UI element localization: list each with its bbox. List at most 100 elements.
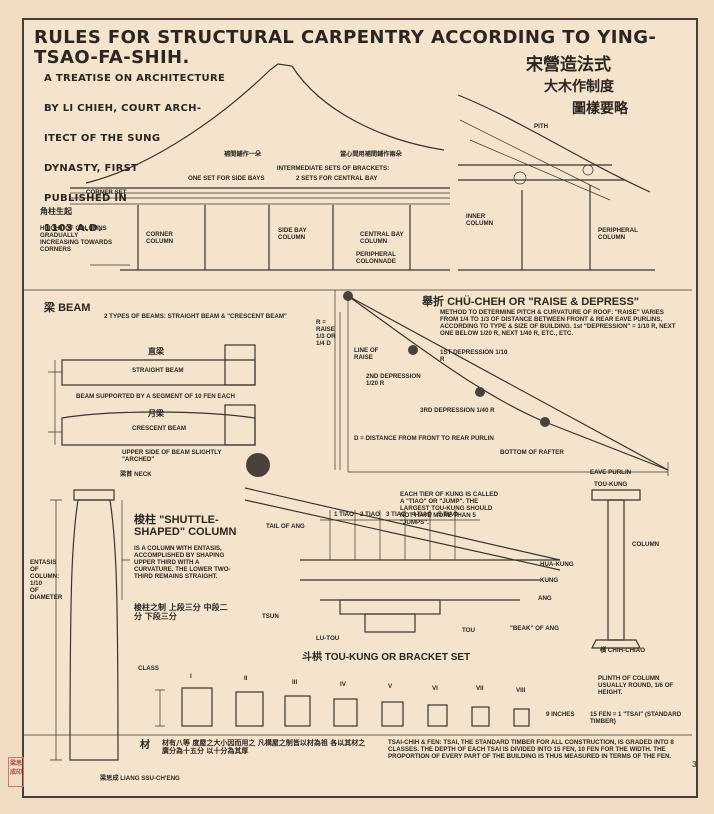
beam-heading: 梁 BEAM <box>44 301 91 314</box>
chu-chih-heading-cn: 舉折 <box>422 295 444 308</box>
intro-block: A TREATISE ON ARCHITECTURE BY LI CHIEH, … <box>44 56 225 251</box>
drawing-frame <box>22 18 698 798</box>
corner-set-label: CORNER SET <box>86 189 127 196</box>
fen-units-label: 9 INCHES <box>546 711 575 718</box>
elevation-cn-note: 補間鋪作一朵 <box>224 151 262 158</box>
intro-line: DYNASTY, FIRST <box>44 163 139 174</box>
raise-label: R = RAISE 1/3 OR 1/4 D <box>316 319 336 347</box>
tou-kung-right-label: TOU-KUNG <box>594 481 628 488</box>
distance-note: D = DISTANCE FROM FRONT TO REAR PURLIN <box>354 435 494 442</box>
beak-of-ang-label: "BEAK" OF ANG <box>510 625 559 632</box>
depression-1-label: 1ST DEPRESSION 1/10 R <box>440 349 508 363</box>
bracket-heading-en: TOU-KUNG OR BRACKET SET <box>324 652 471 663</box>
title-cn-2: 大木作制度 <box>544 79 614 95</box>
crescent-beam-label: CRESCENT BEAM <box>132 425 186 432</box>
title-cn-3: 圖樣要略 <box>572 101 628 117</box>
class-numeral-3: III <box>292 679 298 686</box>
shuttle-desc: IS A COLUMN WITH ENTASIS, ACCOMPLISHED B… <box>134 545 231 580</box>
class-numeral-5: V <box>388 683 393 690</box>
bracket-heading-cn: 斗栱 <box>302 652 322 663</box>
intermediate-sets-label: INTERMEDIATE SETS OF BRACKETS: <box>276 165 390 172</box>
entasis-side-note: ENTASIS OF COLUMN: 1/10 OF DIAMETER <box>30 559 63 601</box>
credit: 梁思成 LIANG SSU-CH'ENG <box>100 775 180 782</box>
straight-beam-cn: 直梁 <box>148 347 164 356</box>
class-label: CLASS <box>138 665 159 672</box>
chih-chiao-label: 櫍 CHIH-CHIAO <box>600 647 646 655</box>
beam-heading-cn: 梁 <box>44 301 55 314</box>
page-title: RULES FOR STRUCTURAL CARPENTRY ACCORDING… <box>34 27 657 69</box>
intro-line: BY LI CHIEH, COURT ARCH- <box>44 103 202 114</box>
tou-label: TOU <box>462 627 475 634</box>
class-numeral-6: VI <box>432 685 438 692</box>
class-numeral-2: II <box>244 675 248 682</box>
tiao-3: 3 TIAO <box>386 511 406 518</box>
beam-heading-en: BEAM <box>58 302 91 314</box>
intro-line: PUBLISHED IN <box>44 193 128 204</box>
class-numeral-1: I <box>190 673 192 680</box>
elevation-columns <box>137 205 411 270</box>
cai-cn-text: 材有八等 度屋之大小因而用之 凡構屋之制皆以材為祖 各以其材之廣分為十五分 以十… <box>162 739 366 755</box>
upper-side-note: UPPER SIDE OF BEAM SLIGHTLY "ARCHED" <box>122 449 222 463</box>
title-cn-1: 宋營造法式 <box>526 55 611 75</box>
crescent-beam-cn: 月梁 <box>148 409 164 418</box>
plinth-note: PLINTH OF COLUMN USUALLY ROUND, 1/6 OF H… <box>598 675 674 696</box>
fen-note: 15 FEN = 1 "TSAI" (STANDARD TIMBER) <box>590 711 682 725</box>
chu-chih-desc: METHOD TO DETERMINE PITCH & CURVATURE OF… <box>440 309 676 337</box>
neck-label: 梁首 NECK <box>120 471 152 479</box>
corner-column-label: CORNER COLUMN <box>146 231 174 245</box>
cai-cn-label: 材 <box>140 740 150 751</box>
column-height-note: HEIGHT OF COLUMNS GRADUALLY INCREASING T… <box>40 225 113 253</box>
neck-cn: 梁首 <box>120 471 133 478</box>
line-of-raise-label: LINE OF RAISE <box>354 347 379 361</box>
peripheral-colonnade-label: PERIPHERAL COLONNADE <box>356 251 396 265</box>
chih-chiao-en: CHIH-CHIAO <box>607 647 646 654</box>
shuttle-cn-desc: 梭柱之制 上段三分 中段二分 下段三分 <box>134 603 228 621</box>
elevation-cn-note-2: 當心間用補間鋪作兩朵 <box>340 151 402 158</box>
column-right-label: COLUMN <box>632 541 660 548</box>
seal-stamp: 梁思成印 <box>8 757 24 787</box>
ang-arm <box>244 487 561 561</box>
shuttle-column-drawing <box>69 499 119 761</box>
tsai-fen-note: TSAI-CHIH & FEN: TSAI, THE STANDARD TIMB… <box>388 739 674 760</box>
shuttle-heading-cn: 梭柱 <box>134 513 156 526</box>
class-blocks <box>181 687 530 727</box>
lu-tou-label: LU-TOU <box>316 635 340 642</box>
tsun-label: TSUN <box>262 613 279 620</box>
bracket-tiers <box>300 559 560 601</box>
rafter-note: BOTTOM OF RAFTER <box>500 449 564 456</box>
straight-beam-label: STRAIGHT BEAM <box>132 367 184 374</box>
kung-label: KUNG <box>540 577 559 584</box>
depression-2-label: 2ND DEPRESSION 1/20 R <box>366 373 421 387</box>
eave-purlin-label: EAVE PURLIN <box>590 469 632 476</box>
tiao-5: 5 TIAO <box>438 511 458 518</box>
ang-label: ANG <box>538 595 552 602</box>
chih-chiao-cn: 櫍 <box>600 647 607 654</box>
peripheral-column-label: PERIPHERAL COLUMN <box>598 227 638 241</box>
central-bay-column-label: CENTRAL BAY COLUMN <box>360 231 404 245</box>
chu-chih-heading: 舉折 CHÜ-CHEH OR "RAISE & DEPRESS" <box>422 295 640 308</box>
side-bay-column-label: SIDE BAY COLUMN <box>278 227 307 241</box>
tail-of-ang-label: TAIL OF ANG <box>266 523 305 530</box>
chu-chih-heading-en: CHÜ-CHEH OR "RAISE & DEPRESS" <box>447 296 640 308</box>
inner-column-label: INNER COLUMN <box>466 213 494 227</box>
one-set-label: ONE SET FOR SIDE BAYS <box>188 175 265 182</box>
tiao-4: 4 TIAO <box>412 511 432 518</box>
class-numeral-7: VII <box>476 685 484 692</box>
class-numeral-4: IV <box>340 681 346 688</box>
intro-line: ITECT OF THE SUNG <box>44 133 161 144</box>
raise-line <box>347 295 669 471</box>
class-numeral-8: VIII <box>516 687 526 694</box>
elevation-roof-line <box>85 63 445 184</box>
section-columns <box>521 185 591 270</box>
two-sets-label: 2 SETS FOR CENTRAL BAY <box>296 175 378 182</box>
tiao-2: 2 TIAO <box>360 511 380 518</box>
beam-shear-note: BEAM SUPPORTED BY A SEGMENT OF 10 FEN EA… <box>76 393 235 400</box>
page-number: 3 <box>692 760 697 769</box>
right-column-drawing <box>607 499 625 641</box>
hua-kung-label: HUA-KUNG <box>540 561 574 568</box>
beam-desc: 2 TYPES OF BEAMS: STRAIGHT BEAM & "CRESC… <box>104 313 287 320</box>
tiao-note: EACH TIER OF KUNG IS CALLED A "TIAO" OR … <box>400 491 498 526</box>
corner-rise-cn: 角柱生起 <box>40 207 72 216</box>
intro-line: 1103 A.D. <box>44 223 102 234</box>
